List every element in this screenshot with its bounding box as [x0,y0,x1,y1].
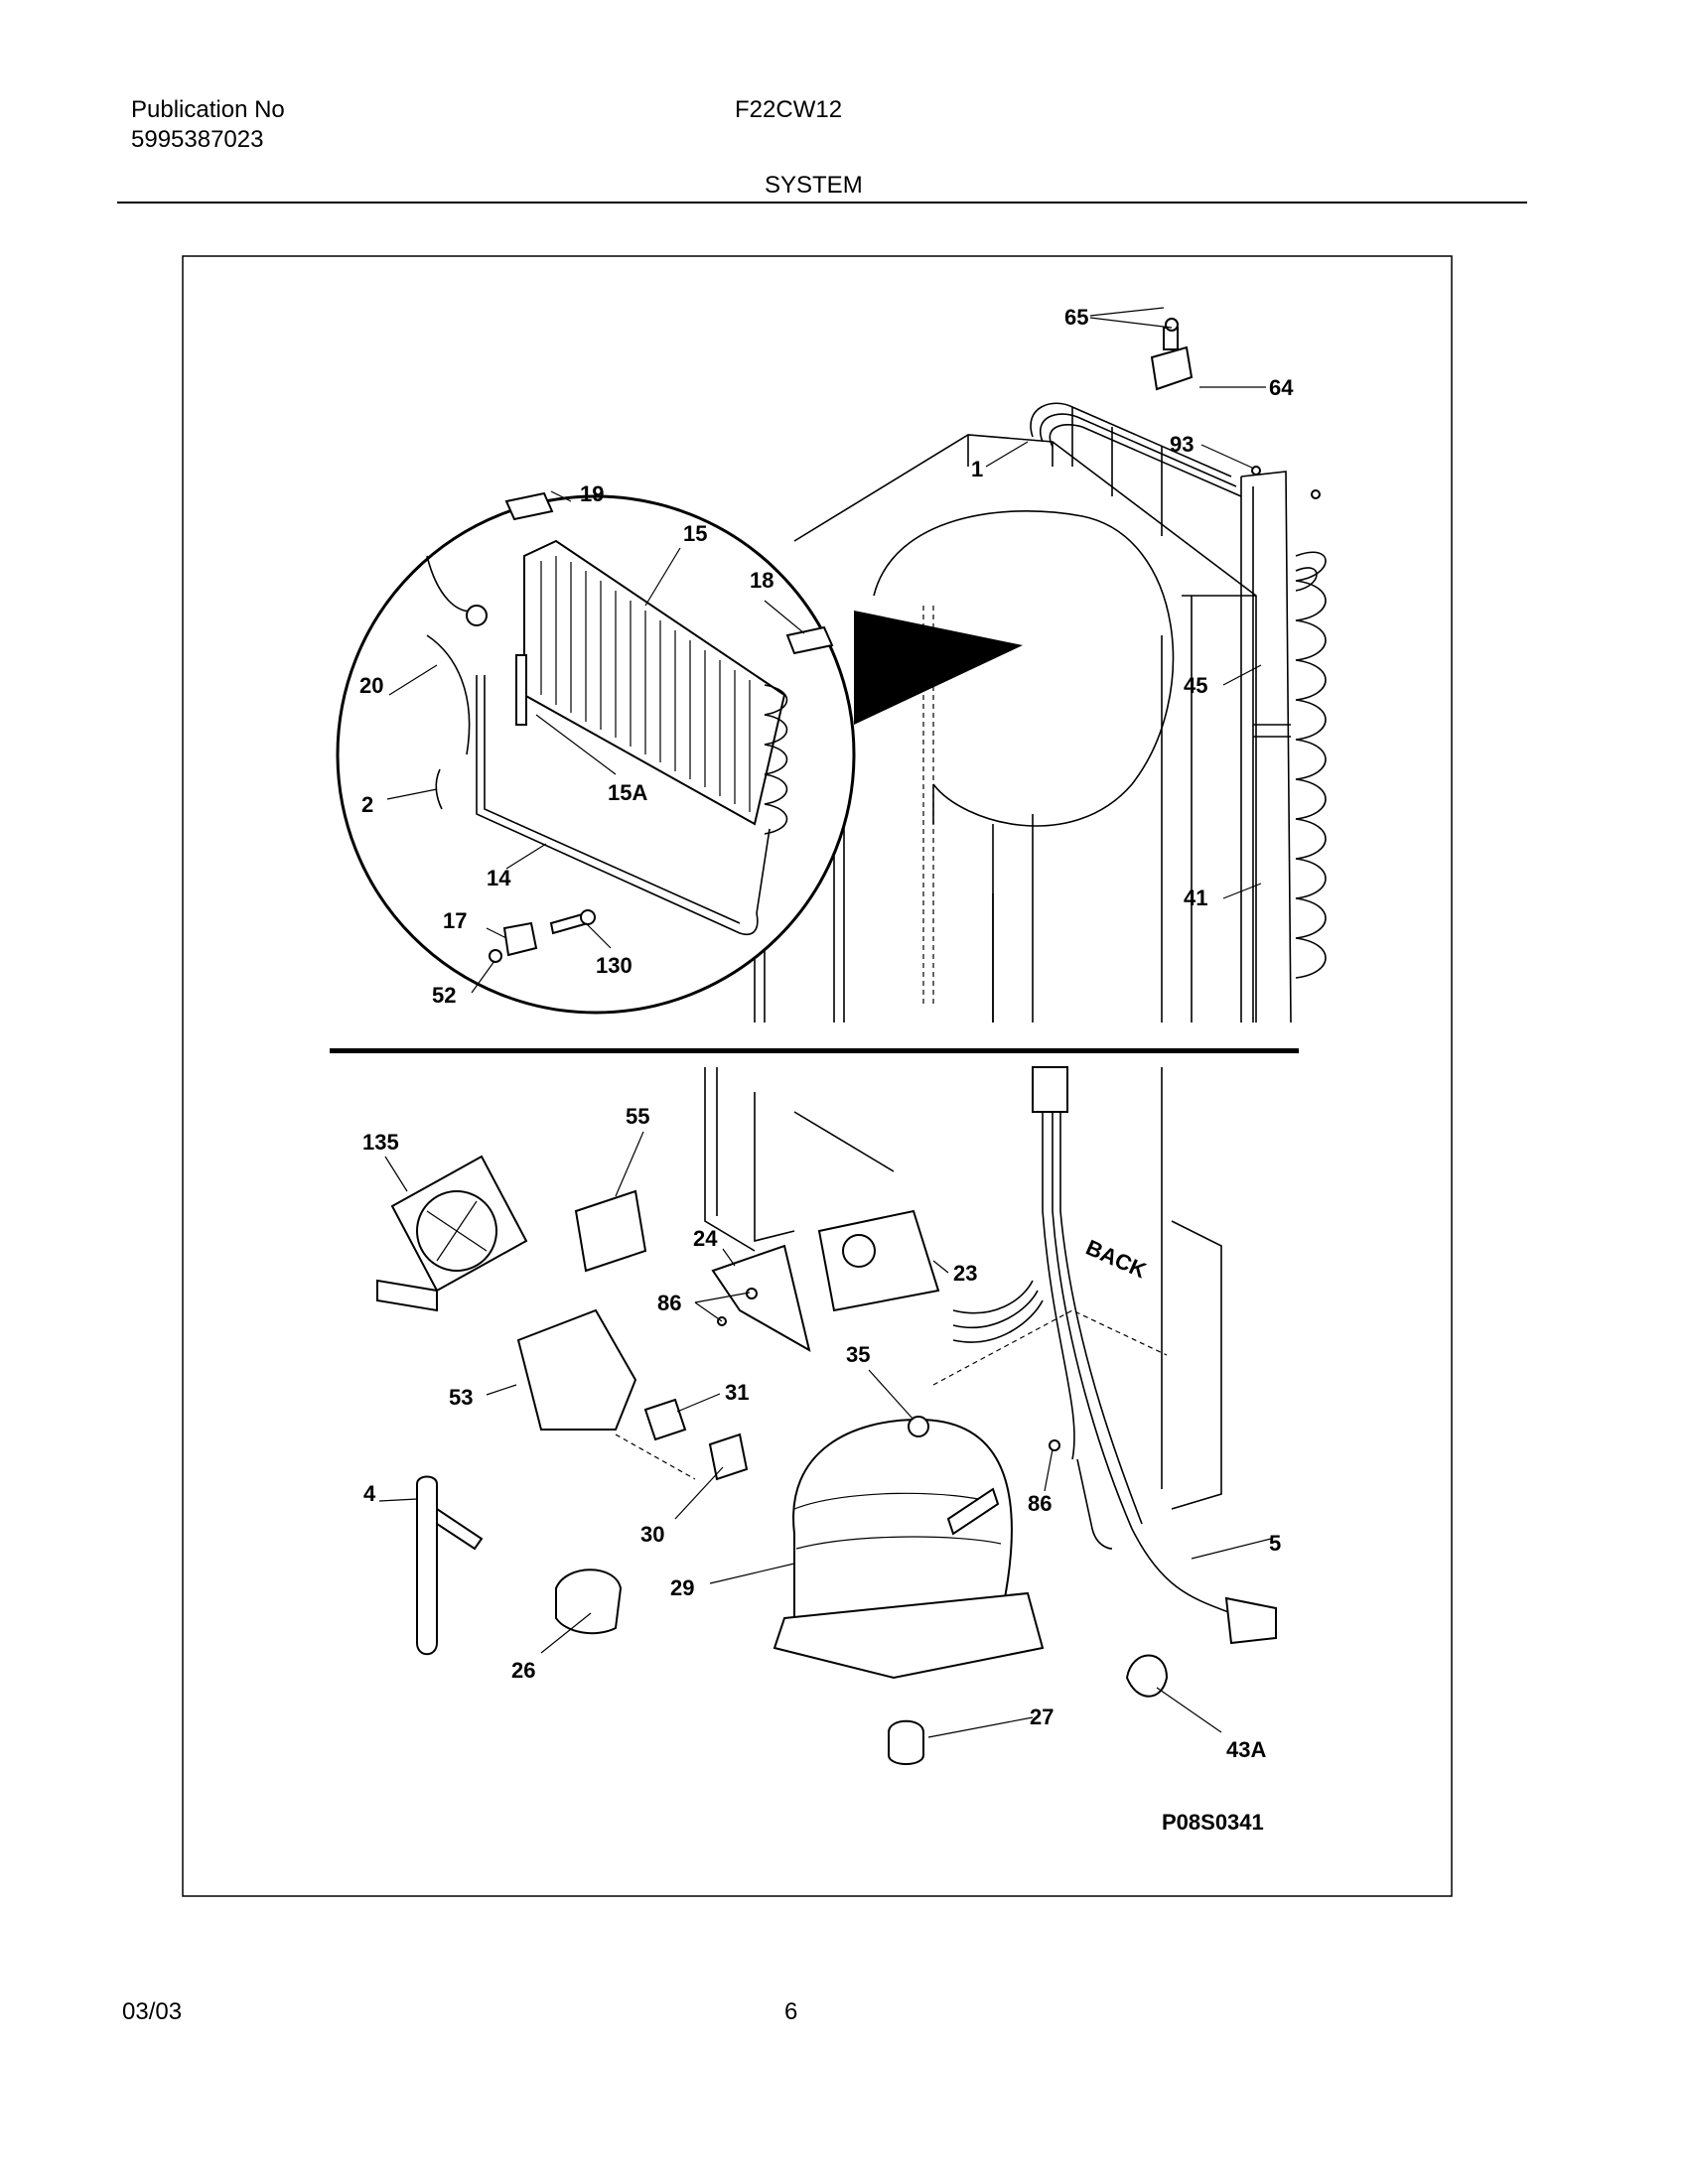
callout-15: 15 [683,521,707,546]
relay-55 [574,1189,647,1273]
callout-135: 135 [362,1130,399,1155]
section-divider [330,1048,1299,1053]
bracket-64 [1150,318,1194,391]
screw-86-a [746,1288,758,1299]
callout-86-a: 86 [657,1291,681,1315]
bracket-24 [711,1244,811,1353]
callout-1: 1 [971,457,983,481]
condenser-coil [1240,471,1327,1024]
capacitor-26 [555,1569,623,1635]
drier-4 [416,1475,438,1656]
timer-23 [817,1209,940,1312]
callout-17: 17 [443,908,467,933]
page-number: 6 [784,1998,798,2025]
overload-31 [643,1398,687,1441]
fan-135 [376,1155,528,1312]
callout-26: 26 [511,1658,535,1683]
callout-52: 52 [432,983,456,1008]
publication-label: Publication No [131,96,285,123]
clamp-43A [1125,1654,1169,1698]
back-label: BACK [1082,1235,1150,1284]
evaporator-fins [523,539,786,826]
publication-number: 5995387023 [131,126,264,153]
callout-2: 2 [361,792,373,817]
top-tubing [1030,402,1242,536]
callout-45: 45 [1184,673,1207,698]
callout-14: 14 [487,866,511,890]
callout-130: 130 [596,953,633,978]
callout-20: 20 [359,673,383,698]
callout-5: 5 [1269,1531,1281,1556]
power-cord-5 [952,1066,1277,1645]
callout-35: 35 [846,1342,870,1367]
callout-65: 65 [1064,305,1088,330]
grommet-27 [888,1719,924,1765]
leader-lines [378,307,1272,1738]
screw-93-b [1311,489,1321,499]
callout-4: 4 [363,1481,376,1506]
evaporator-detail [336,491,1023,1015]
diagram-frame [182,255,1453,1897]
callout-41: 41 [1184,886,1207,910]
callout-15A: 15A [608,780,647,805]
compressor-29 [773,1416,1045,1680]
header-rule [117,202,1527,204]
cover-30 [708,1433,749,1481]
callout-23: 23 [953,1261,977,1286]
callout-86-b: 86 [1028,1491,1052,1516]
footer-date: 03/03 [122,1998,183,2025]
drawing-number: P08S0341 [1162,1810,1264,1835]
relay-53 [516,1308,637,1431]
callout-31: 31 [725,1380,749,1405]
callout-55: 55 [626,1104,649,1129]
callout-19: 19 [580,481,604,506]
callout-24: 24 [693,1226,718,1251]
model-number: F22CW12 [735,96,843,123]
section-title: SYSTEM [765,172,863,199]
callout-30: 30 [640,1522,664,1547]
callout-93: 93 [1170,432,1194,457]
lower-cabinet [615,1067,1222,1510]
callout-64: 64 [1269,375,1294,400]
callout-27: 27 [1030,1705,1054,1729]
callout-29: 29 [670,1575,694,1600]
screw-86-c [1049,1439,1060,1451]
callout-53: 53 [449,1385,473,1410]
callout-18: 18 [750,568,774,593]
callout-43A: 43A [1226,1737,1266,1762]
